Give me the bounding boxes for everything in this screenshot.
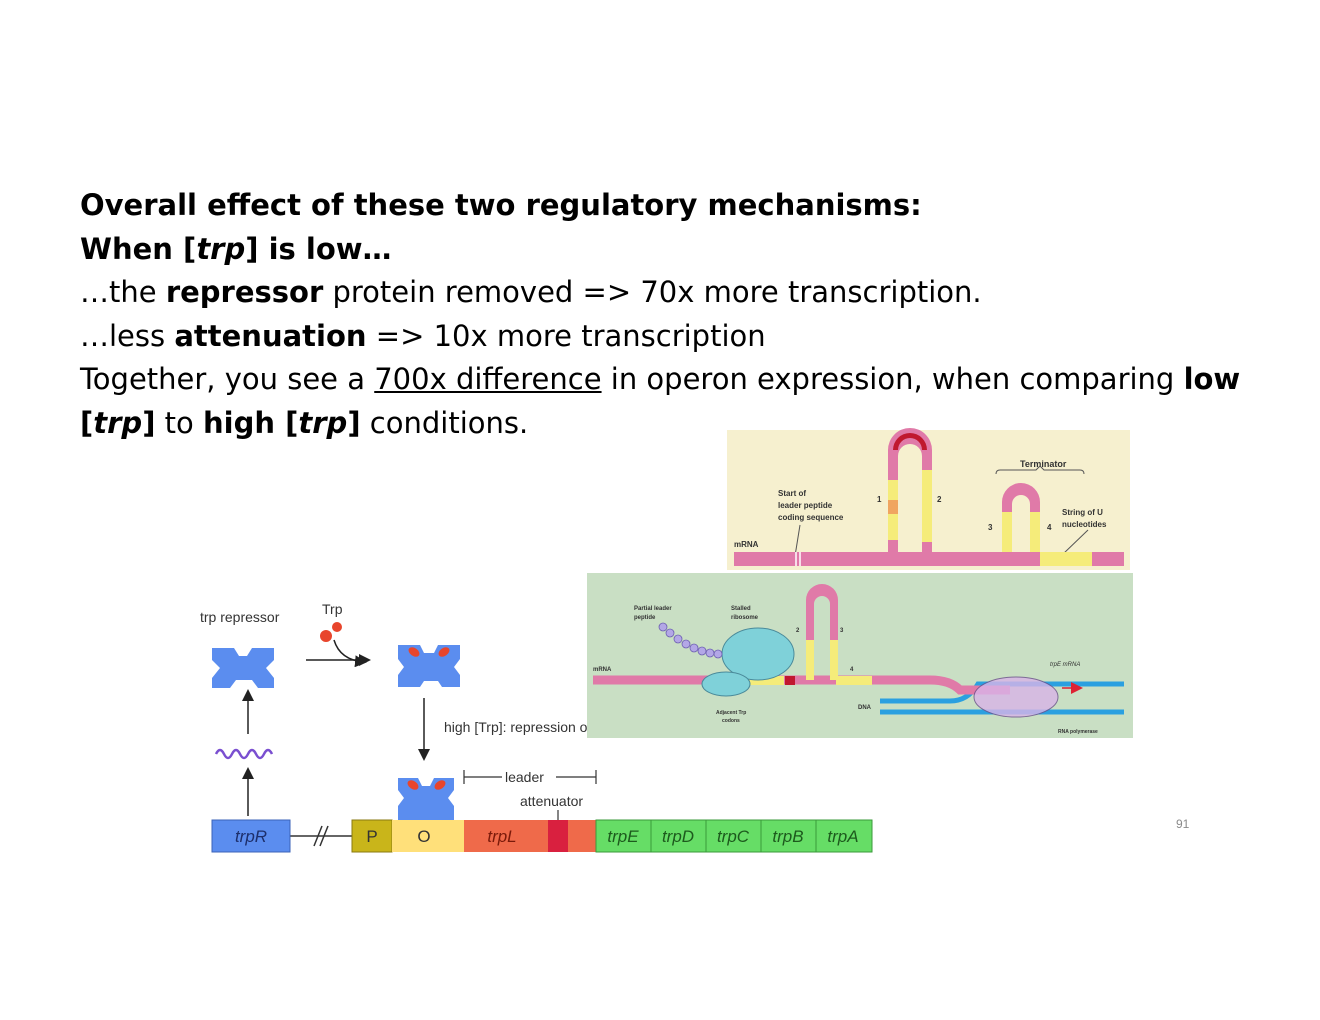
- svg-text:trpE mRNA: trpE mRNA: [1050, 662, 1080, 668]
- gene-trpR: [211, 819, 291, 853]
- inactive-repressor-icon: [212, 648, 274, 688]
- trp-label: Trp: [322, 601, 343, 617]
- svg-text:P: P: [366, 827, 377, 846]
- binding-curve-arrow: [333, 639, 367, 668]
- terminator-diagram: Terminator Start of leader peptide codin…: [727, 428, 1130, 570]
- svg-text:mRNA: mRNA: [734, 540, 759, 549]
- svg-text:2: 2: [937, 495, 942, 504]
- svg-text:DNA: DNA: [858, 705, 872, 711]
- trp-operon-diagram: trp repressor Trp high [Trp]: repression…: [200, 601, 873, 853]
- svg-text:3: 3: [988, 523, 993, 532]
- svg-text:Terminator: Terminator: [1020, 459, 1067, 469]
- repressor-line: …the repressor protein removed => 70x mo…: [80, 275, 982, 309]
- repressor-label: trp repressor: [200, 609, 280, 625]
- page-number: 91: [1176, 817, 1190, 831]
- svg-text:trpR: trpR: [235, 827, 267, 846]
- attenuation-line: …less attenuation => 10x more transcript…: [80, 318, 766, 353]
- svg-text:String of U: String of U: [1062, 508, 1103, 517]
- stalled-ribosome-icon: [701, 627, 795, 697]
- dna-top-strand: [880, 681, 1124, 704]
- svg-text:trpD: trpD: [662, 827, 694, 846]
- svg-text:O: O: [417, 827, 430, 846]
- structural-genes: [595, 819, 873, 853]
- attenuation-ribosome-diagram: Partial leader peptide Stalled ribosome …: [587, 573, 1133, 738]
- svg-text:2: 2: [796, 628, 800, 634]
- attenuator-region: [548, 820, 568, 852]
- conditions-line: [trp] to high [trp] conditions.: [80, 405, 529, 440]
- svg-text:1: 1: [877, 495, 882, 504]
- svg-text:trpA: trpA: [827, 827, 858, 846]
- svg-text:mRNA: mRNA: [593, 667, 612, 673]
- attenuator-label: attenuator: [520, 793, 583, 809]
- slide-title: Overall effect of these two regulatory m…: [80, 188, 922, 222]
- operator-region: [392, 820, 464, 852]
- rna-polymerase-icon: [973, 676, 1059, 718]
- bound-repressor-icon: [398, 778, 454, 820]
- svg-text:trpE: trpE: [607, 827, 639, 846]
- svg-text:ribosome: ribosome: [731, 615, 759, 621]
- trp-molecule-icon: [320, 622, 342, 642]
- mrna-strand: [734, 552, 1124, 566]
- svg-text:trpL: trpL: [487, 827, 516, 846]
- slide-text-block: Overall effect of these two regulatory m…: [80, 184, 1260, 445]
- svg-text:trpB: trpB: [772, 827, 803, 846]
- svg-text:trpC: trpC: [717, 827, 750, 846]
- svg-text:Partial leader: Partial leader: [634, 606, 672, 612]
- svg-text:Stalled: Stalled: [731, 606, 751, 612]
- leader-peptide-icon: [658, 622, 723, 659]
- high-trp-label: high [Trp]: repression occurs: [444, 719, 621, 735]
- together-line: Together, you see a 700x difference in o…: [80, 362, 1241, 396]
- svg-text:nucleotides: nucleotides: [1062, 520, 1107, 529]
- svg-text:RNA polymerase: RNA polymerase: [1058, 729, 1098, 735]
- when-line: When [trp] is low…: [80, 231, 392, 266]
- svg-text:Start of: Start of: [778, 489, 806, 498]
- svg-text:peptide: peptide: [634, 615, 656, 621]
- svg-text:4: 4: [1047, 523, 1052, 532]
- active-repressor-icon: [398, 645, 460, 687]
- leader-label: leader: [505, 769, 544, 785]
- svg-text:3: 3: [840, 628, 844, 634]
- svg-text:4: 4: [850, 667, 854, 673]
- svg-text:Adjacent Trp: Adjacent Trp: [716, 710, 746, 716]
- svg-text:leader peptide: leader peptide: [778, 501, 833, 510]
- svg-text:codons: codons: [722, 718, 740, 724]
- gene-trpL: [464, 820, 596, 852]
- mrna-strand: [593, 675, 1010, 695]
- trpR-mrna-squiggle-icon: [214, 748, 274, 760]
- svg-text:coding sequence: coding sequence: [778, 513, 844, 522]
